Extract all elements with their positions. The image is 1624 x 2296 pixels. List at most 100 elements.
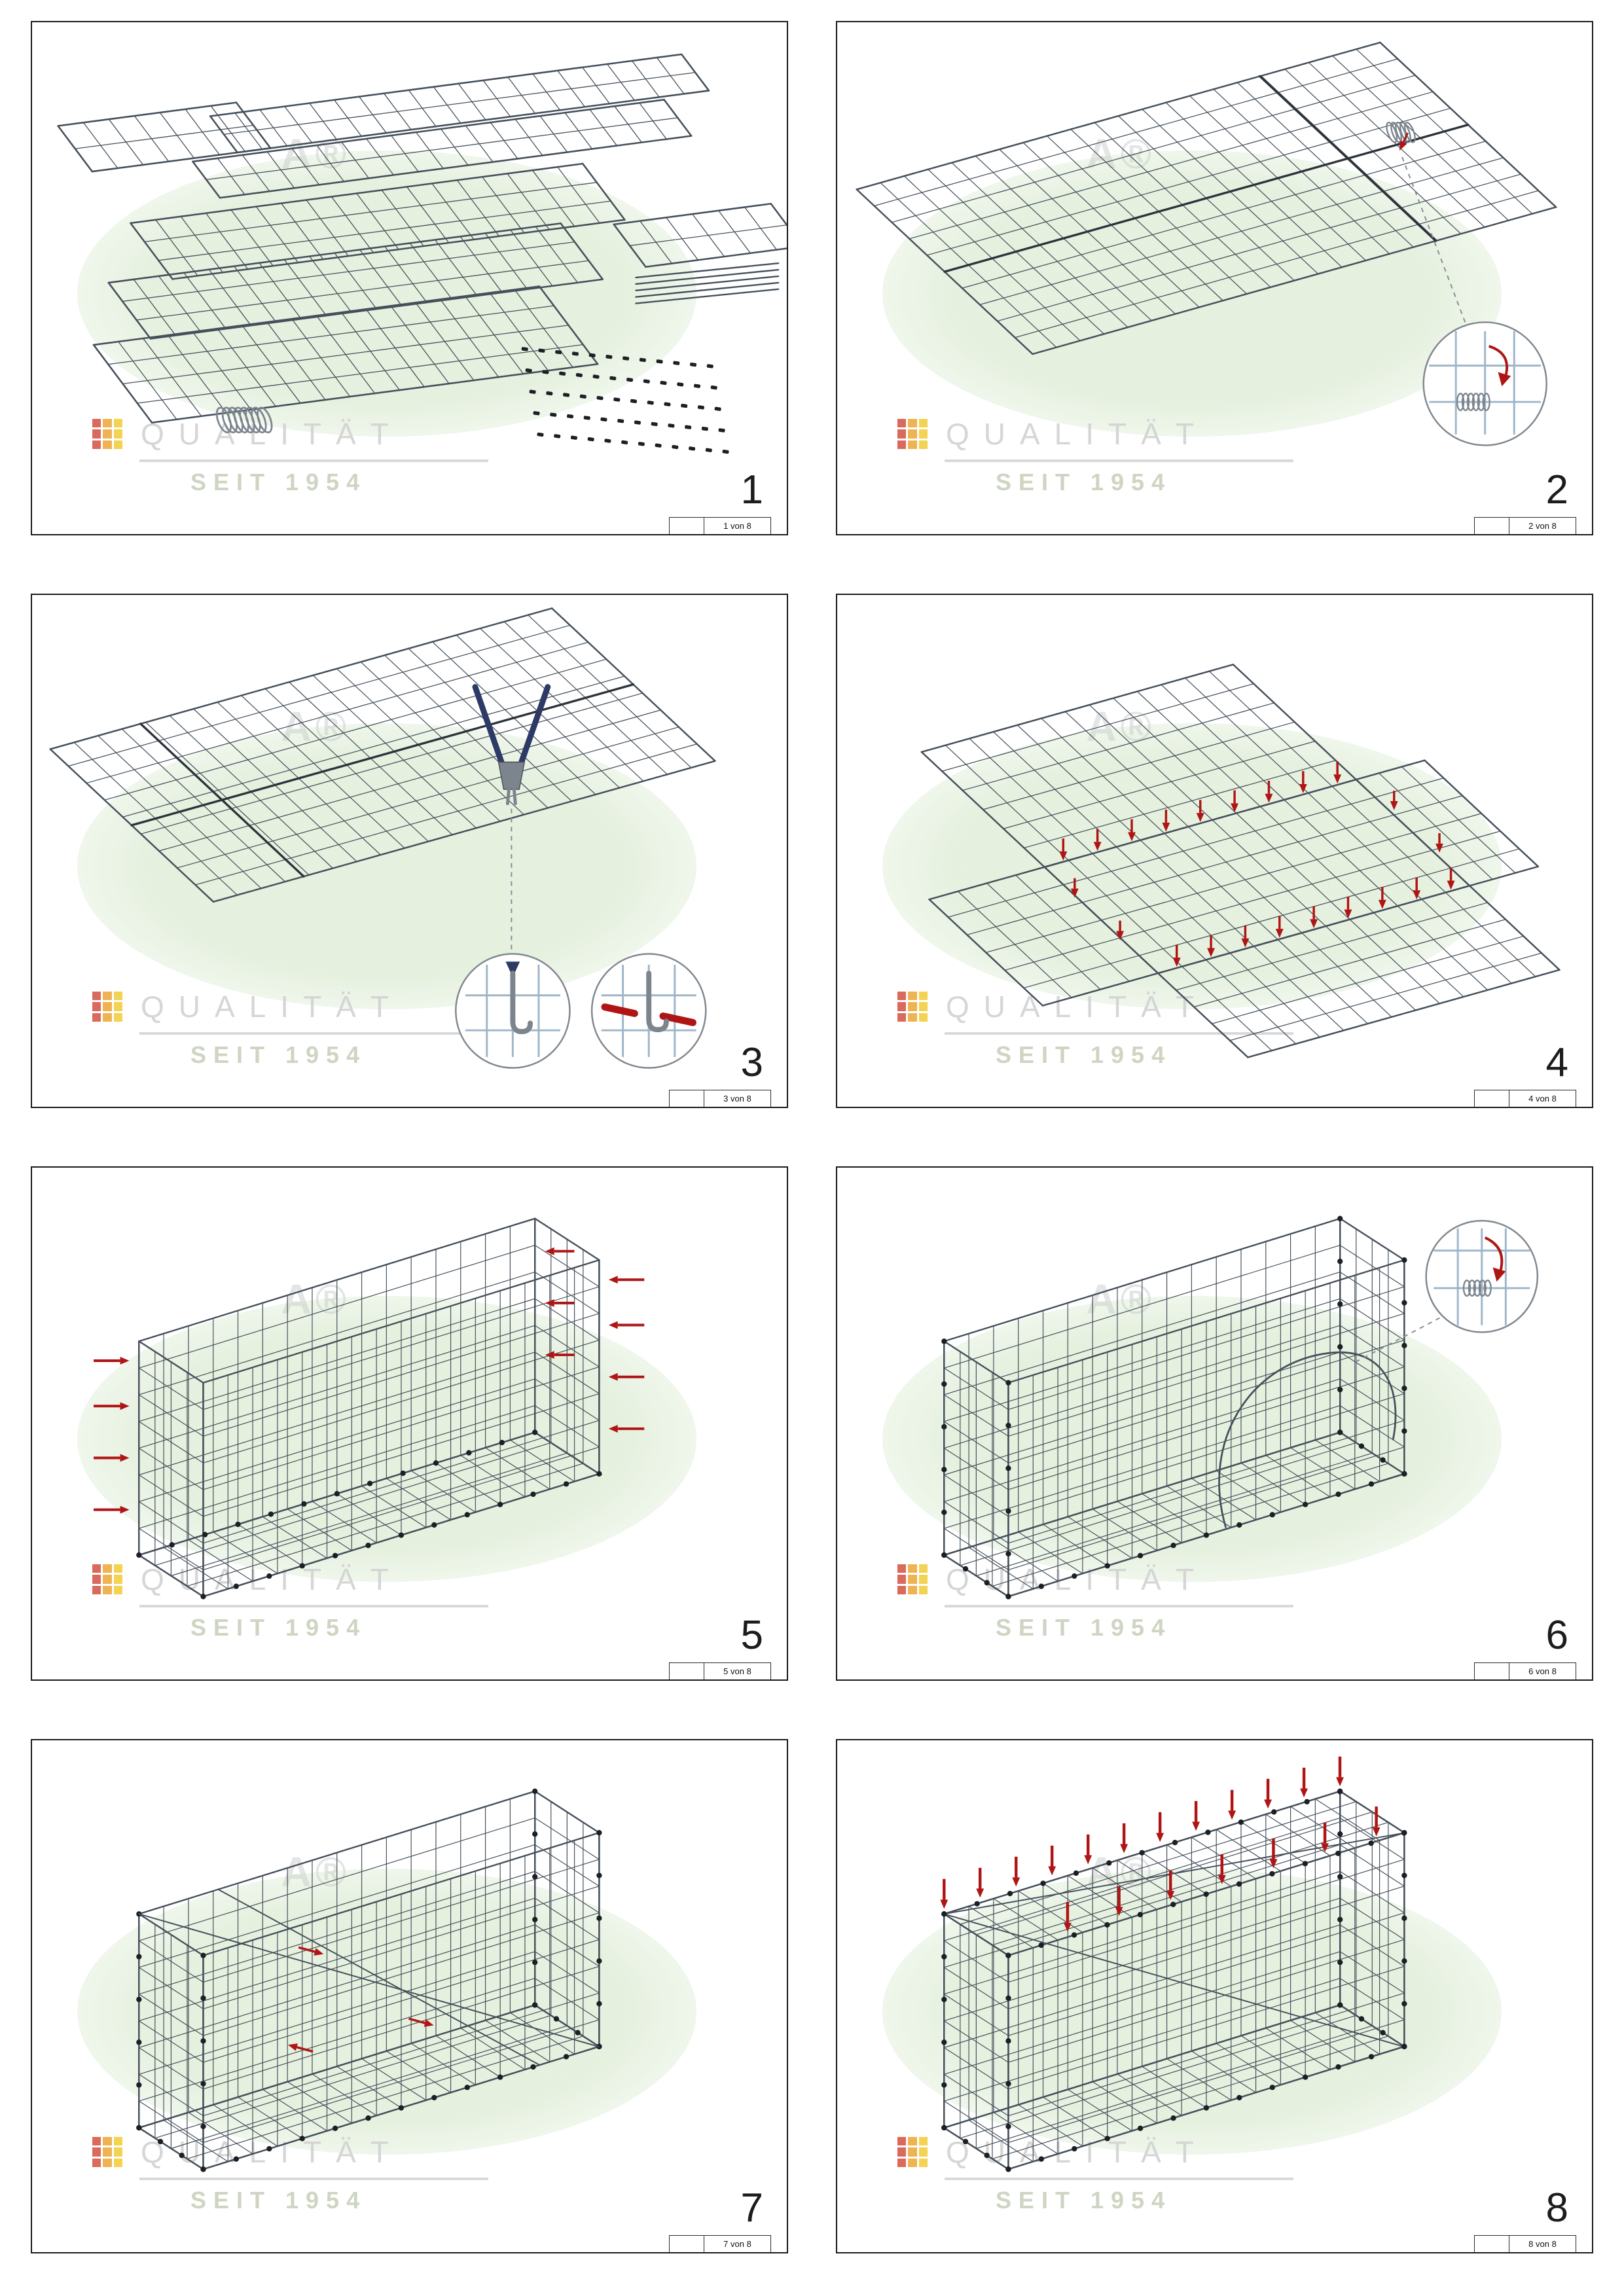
instruction-step-panel: A® QUALITÄT SEIT 1954 4 4 von 8 (836, 594, 1593, 1108)
watermark-mark: QUALITÄT SEIT 1954 (897, 2134, 1293, 2214)
step-illustration (920, 664, 1561, 1058)
title-block-cell (670, 2236, 704, 2252)
watermark-tagline-text: SEIT 1954 (996, 1614, 1172, 1641)
clip-rows (521, 347, 729, 454)
watermark-mark: QUALITÄT SEIT 1954 (897, 1562, 1293, 1641)
brand-logo (897, 419, 928, 449)
step-number: 3 (740, 1040, 763, 1085)
brand-logo-square (897, 2158, 907, 2167)
brand-logo (92, 2137, 122, 2167)
page-indicator: 5 von 8 (723, 1666, 751, 1676)
watermark-mark: QUALITÄT SEIT 1954 (92, 416, 488, 496)
title-block-cell (1475, 1090, 1509, 1107)
watermark-text: QUALITÄT SEIT 1954 (945, 416, 1293, 496)
title-block: 6 von 8 (1474, 1662, 1576, 1679)
instruction-step-panel: A® QUALITÄT SEIT 1954 1 1 von 8 (31, 21, 788, 535)
watermark-mark: QUALITÄT SEIT 1954 (897, 989, 1293, 1069)
brand-logo-square (897, 1575, 907, 1584)
brand-logo-square (897, 2137, 907, 2146)
step-number: 8 (1545, 2185, 1568, 2231)
page-indicator: 1 von 8 (723, 521, 751, 531)
watermark-brand-text: QUALITÄT (945, 416, 1293, 462)
brand-logo-square (103, 992, 112, 1001)
instruction-step-panel: A® QUALITÄT SEIT 1954 5 5 von 8 (31, 1166, 788, 1681)
brand-logo-square (918, 992, 928, 1001)
brand-logo-square (92, 1002, 101, 1011)
watermark-ellipse (882, 150, 1502, 437)
step-illustration (49, 607, 716, 1069)
watermark-brand-text: QUALITÄT (945, 2134, 1293, 2180)
pliers (472, 684, 551, 806)
brand-logo-square (918, 2158, 928, 2167)
brace-arrows (287, 1946, 434, 2053)
brand-logo-square (113, 1013, 122, 1022)
brand-logo-square (92, 1013, 101, 1022)
gabion-box (943, 1217, 1405, 1598)
brand-logo (92, 419, 122, 449)
brand-logo-square (103, 1002, 112, 1011)
step-illustration (856, 41, 1557, 446)
brand-logo-square (918, 1585, 928, 1594)
brand-logo-square (908, 2147, 917, 2157)
gabion-box (138, 1790, 600, 2170)
instruction-step-panel: A® QUALITÄT SEIT 1954 7 7 von 8 (31, 1739, 788, 2253)
watermark: A® QUALITÄT SEIT 1954 (837, 22, 1592, 534)
watermark-text: QUALITÄT SEIT 1954 (945, 2134, 1293, 2214)
brand-logo (897, 992, 928, 1022)
title-block: 5 von 8 (669, 1662, 771, 1679)
page-indicator: 3 von 8 (723, 1094, 751, 1103)
watermark: A® QUALITÄT SEIT 1954 (837, 595, 1592, 1107)
brand-logo-square (103, 429, 112, 439)
watermark-text: QUALITÄT SEIT 1954 (945, 989, 1293, 1069)
brand-logo-square (897, 419, 907, 428)
brand-logo (92, 1564, 122, 1594)
instruction-step-panel: A® QUALITÄT SEIT 1954 3 3 von 8 (31, 594, 788, 1108)
brand-logo-square (103, 1564, 112, 1573)
brand-logo-square (113, 2137, 122, 2146)
watermark-brand-text: QUALITÄT (945, 989, 1293, 1035)
watermark-ellipse (77, 723, 696, 1010)
brand-logo-square (897, 992, 907, 1001)
brand-logo-square (103, 2147, 112, 2157)
title-block: 8 von 8 (1474, 2235, 1576, 2252)
brand-logo-square (103, 1013, 112, 1022)
brand-logo-square (897, 1564, 907, 1573)
title-block-cell (670, 518, 704, 534)
brand-logo-square (92, 2147, 101, 2157)
title-block: 1 von 8 (669, 517, 771, 534)
brand-logo-square (92, 1575, 101, 1584)
watermark-mark: QUALITÄT SEIT 1954 (92, 1562, 488, 1641)
step-number: 7 (740, 2185, 763, 2231)
leader-line (1355, 1317, 1440, 1363)
watermark-text: QUALITÄT SEIT 1954 (945, 1562, 1293, 1641)
brand-logo-square (897, 1585, 907, 1594)
title-block-cell (1475, 1663, 1509, 1679)
title-block: 3 von 8 (669, 1090, 771, 1107)
brand-logo-square (908, 419, 917, 428)
watermark-text: QUALITÄT SEIT 1954 (139, 416, 488, 496)
title-block-cell (1475, 518, 1509, 534)
mesh-floor (856, 41, 1557, 355)
brand-logo-square (908, 2137, 917, 2146)
watermark-tagline-text: SEIT 1954 (996, 469, 1172, 495)
title-block: 4 von 8 (1474, 1090, 1576, 1107)
brand-logo-square (918, 2147, 928, 2157)
step-number: 6 (1545, 1613, 1568, 1658)
brand-logo-square (908, 440, 917, 449)
step-number: 2 (1545, 467, 1568, 512)
brand-logo-square (92, 1585, 101, 1594)
brand-logo (92, 992, 122, 1022)
cross-braces (138, 1888, 600, 2066)
lid-arrows (940, 1756, 1380, 1932)
brand-logo-square (113, 992, 122, 1001)
leader-line (1401, 156, 1470, 332)
page-indicator: 8 von 8 (1528, 2239, 1557, 2249)
brand-logo-square (113, 1575, 122, 1584)
brand-logo (897, 2137, 928, 2167)
watermark-reg-text: A® (1086, 1276, 1155, 1323)
page-indicator: 4 von 8 (1528, 1094, 1557, 1103)
brand-logo-square (103, 440, 112, 449)
brand-logo-square (103, 2137, 112, 2146)
brand-logo-square (103, 2158, 112, 2167)
